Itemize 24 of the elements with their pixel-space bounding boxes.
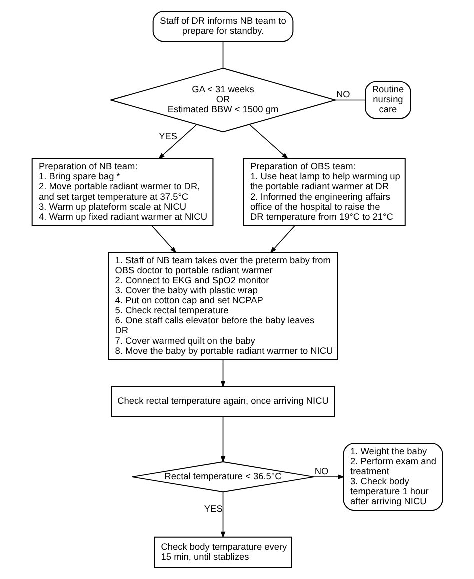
edge-label: NO xyxy=(314,466,328,476)
arrow xyxy=(220,492,226,539)
arrow xyxy=(312,474,344,480)
node-diamond: GA < 31 weeks OR Estimated BBW < 1500 gm xyxy=(108,68,337,133)
arrow xyxy=(158,124,197,160)
arrow xyxy=(220,416,226,464)
arrow xyxy=(151,226,176,254)
arrow xyxy=(270,226,295,254)
node-box: Staff of DR informs NB team to prepare for standby. xyxy=(152,11,294,42)
node-box: 1. Staff of NB team takes over the preterm baby from OBS doctor to portable radiant warmer 2. Connect to EKG and SpO2 monitor 3. Cover the baby with plastic wrap 4. Put on cotton cap and set NCPAP 5. Check rectal temperature 6. One staff calls elevator before the baby leaves DR 7. Cover warmed quilt on the baby 8. Move the baby by portable radiant warmer to NICU xyxy=(108,252,338,360)
edge-label: NO xyxy=(336,90,350,100)
arrow xyxy=(220,360,226,388)
node-box: Preparation of OBS team: 1. Use heat lamp to help warming up the portable radiant warmer at DR 2. Informed the engineering affairs office of the hospital to raise the DR temperature from 19°C to 21°C xyxy=(242,158,406,226)
arrow xyxy=(248,124,288,160)
node-box: Check body temparature every 15 min, until stablizes xyxy=(154,536,292,568)
connector xyxy=(222,42,224,69)
node-box: Routine nursing care xyxy=(364,81,411,120)
edge-label: YES xyxy=(158,131,177,142)
node-box: Preparation of NB team: 1. Bring spare bag * 2. Move portable radiant warmer to DR, and set target temperature at 37.5°C 3. Warm up plateform scale at NICU 4. Warm up fixed radiant warmer at NICU xyxy=(31,158,214,226)
node-diamond: Rectal temperature < 36.5°C xyxy=(131,461,314,493)
node-box: 1. Weight the baby 2. Perform exam and treatment 3. Check body temperature 1 hour after arriving NICU xyxy=(342,443,443,512)
node-box: Check rectal temperature again, once arriving NICU xyxy=(110,386,335,418)
connector xyxy=(334,100,366,101)
edge-label: YES xyxy=(204,504,222,514)
